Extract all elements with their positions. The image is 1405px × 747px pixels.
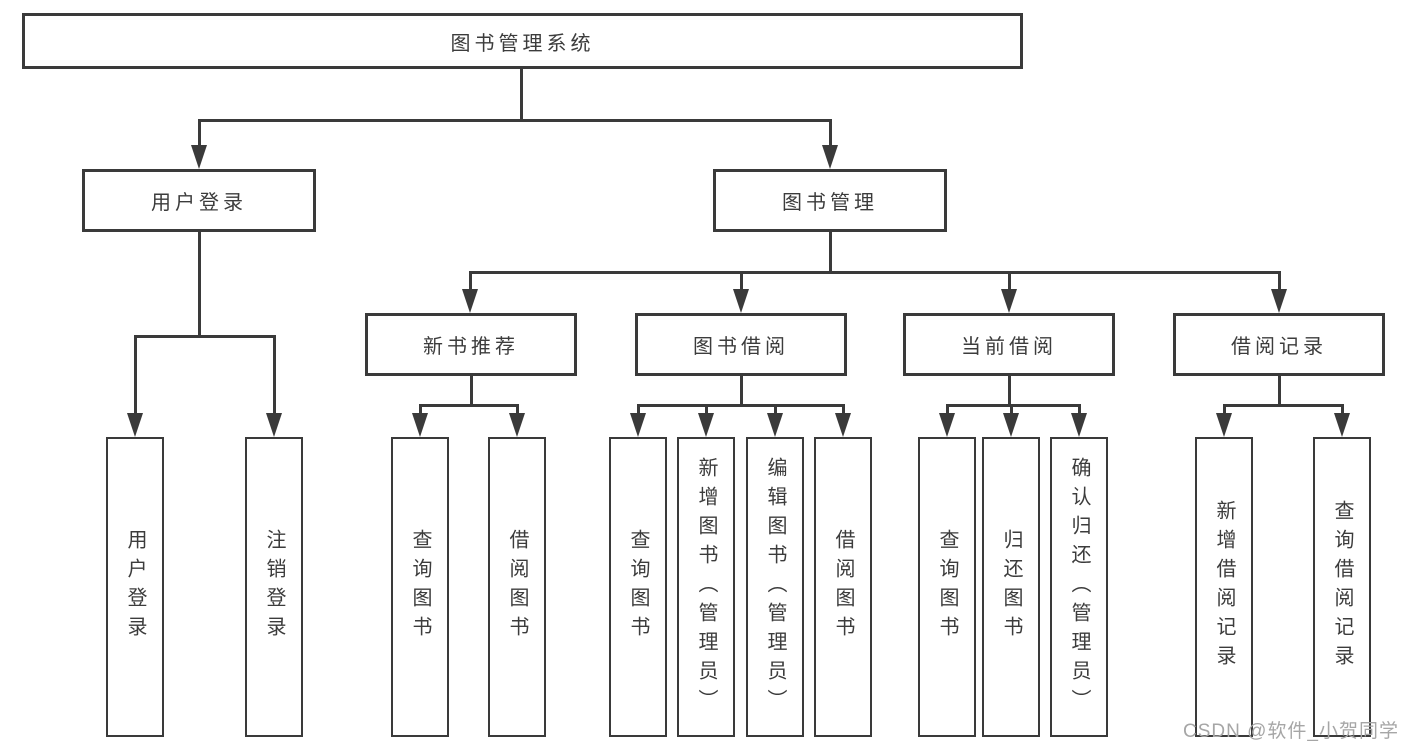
connector-line — [637, 404, 845, 407]
arrow-down-icon — [822, 145, 838, 169]
node-borrowing-records: 借阅记录 — [1173, 313, 1385, 376]
leaf-cb-query-books: 查询图书 — [918, 437, 976, 737]
connector-line — [1010, 404, 1013, 416]
connector-line — [1278, 271, 1281, 291]
arrow-down-icon — [509, 413, 525, 437]
connector-line — [134, 335, 137, 415]
leaf-label: 借阅图书 — [832, 529, 854, 645]
leaf-bb-borrow-books: 借阅图书 — [814, 437, 872, 737]
node-label: 借阅记录 — [1231, 336, 1327, 358]
connector-line — [1341, 404, 1344, 416]
leaf-bb-add-books-admin: 新增图书（管理员） — [677, 437, 735, 737]
leaf-label: 确认归还（管理员） — [1068, 456, 1090, 718]
node-user-login: 用户登录 — [82, 169, 316, 232]
arrow-down-icon — [462, 289, 478, 313]
connector-line — [419, 404, 519, 407]
arrow-down-icon — [127, 413, 143, 437]
arrow-down-icon — [266, 413, 282, 437]
leaf-br-query-record: 查询借阅记录 — [1313, 437, 1371, 737]
arrow-down-icon — [1001, 289, 1017, 313]
arrow-down-icon — [939, 413, 955, 437]
connector-line — [470, 375, 473, 406]
connector-line — [774, 404, 777, 416]
arrow-down-icon — [767, 413, 783, 437]
node-current-borrowing: 当前借阅 — [903, 313, 1115, 376]
leaf-cb-return-books: 归还图书 — [982, 437, 1040, 737]
arrow-down-icon — [412, 413, 428, 437]
leaf-label: 查询图书 — [627, 529, 649, 645]
leaf-br-add-record: 新增借阅记录 — [1195, 437, 1253, 737]
arrow-down-icon — [1216, 413, 1232, 437]
leaf-label: 新增图书（管理员） — [695, 456, 717, 718]
leaf-nbr-borrow-books: 借阅图书 — [488, 437, 546, 737]
connector-line — [740, 375, 743, 406]
arrow-down-icon — [1271, 289, 1287, 313]
connector-line — [1008, 375, 1011, 406]
arrow-down-icon — [733, 289, 749, 313]
connector-line — [705, 404, 708, 416]
arrow-down-icon — [698, 413, 714, 437]
arrow-down-icon — [835, 413, 851, 437]
node-label: 图书管理 — [782, 192, 878, 214]
connector-line — [516, 404, 519, 416]
node-book-management: 图书管理 — [713, 169, 947, 232]
connector-line — [946, 404, 1080, 407]
node-root: 图书管理系统 — [22, 13, 1023, 69]
leaf-cb-confirm-return-admin: 确认归还（管理员） — [1050, 437, 1108, 737]
connector-line — [1078, 404, 1081, 416]
arrow-down-icon — [1071, 413, 1087, 437]
leaf-bb-query-books: 查询图书 — [609, 437, 667, 737]
node-new-book-recommend: 新书推荐 — [365, 313, 577, 376]
connector-line — [198, 119, 201, 147]
leaf-logout: 注销登录 — [245, 437, 303, 737]
arrow-down-icon — [630, 413, 646, 437]
connector-line — [1278, 375, 1281, 406]
connector-line — [829, 231, 832, 273]
leaf-label: 查询图书 — [936, 529, 958, 645]
connector-line — [273, 335, 276, 415]
leaf-label: 注销登录 — [263, 529, 285, 645]
connector-line — [198, 231, 201, 336]
connector-line — [469, 271, 1281, 274]
leaf-label: 用户登录 — [124, 529, 146, 645]
connector-line — [1223, 404, 1226, 416]
arrow-down-icon — [191, 145, 207, 169]
leaf-label: 借阅图书 — [506, 529, 528, 645]
leaf-label: 查询图书 — [409, 529, 431, 645]
connector-line — [829, 119, 832, 147]
leaf-nbr-query-books: 查询图书 — [391, 437, 449, 737]
connector-line — [637, 404, 640, 416]
connector-line — [134, 335, 276, 338]
connector-line — [419, 404, 422, 416]
connector-line — [520, 69, 523, 121]
leaf-bb-edit-books-admin: 编辑图书（管理员） — [746, 437, 804, 737]
connector-line — [740, 271, 743, 291]
connector-line — [1223, 404, 1343, 407]
leaf-label: 新增借阅记录 — [1213, 500, 1235, 674]
arrow-down-icon — [1334, 413, 1350, 437]
leaf-label: 归还图书 — [1000, 529, 1022, 645]
leaf-user-login: 用户登录 — [106, 437, 164, 737]
watermark-text: CSDN @软件_小贺同学 — [1183, 721, 1399, 742]
node-label: 图书借阅 — [693, 336, 789, 358]
connector-line — [946, 404, 949, 416]
node-book-borrowing: 图书借阅 — [635, 313, 847, 376]
connector-line — [198, 119, 832, 122]
node-label: 新书推荐 — [423, 336, 519, 358]
node-label: 用户登录 — [151, 192, 247, 214]
node-label: 当前借阅 — [961, 336, 1057, 358]
leaf-label: 编辑图书（管理员） — [764, 456, 786, 718]
node-label: 图书管理系统 — [450, 32, 595, 55]
connector-line — [1008, 271, 1011, 291]
arrow-down-icon — [1003, 413, 1019, 437]
connector-line — [469, 271, 472, 291]
leaf-label: 查询借阅记录 — [1331, 500, 1353, 674]
connector-line — [842, 404, 845, 416]
